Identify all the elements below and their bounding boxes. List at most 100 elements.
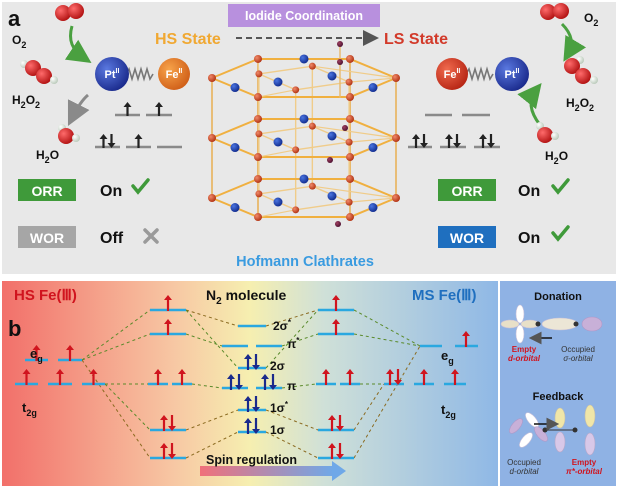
panel-a-label: a bbox=[8, 6, 21, 31]
iodide-banner-text: Iodide Coordination bbox=[245, 9, 363, 23]
h2o2-label-left: H2O2 bbox=[12, 93, 40, 110]
spin-down-arrow bbox=[269, 374, 277, 390]
h2o-to-h2o2-arrow bbox=[67, 93, 90, 127]
spin-up-arrow bbox=[462, 331, 470, 347]
h2o2-label-right: H2O2 bbox=[566, 96, 594, 113]
spin-up-arrow bbox=[328, 443, 336, 459]
check-icon bbox=[551, 178, 570, 195]
hs-state-title: HS State bbox=[155, 31, 221, 48]
framework-node bbox=[255, 190, 263, 198]
n2-molecule-title: N2 molecule bbox=[206, 287, 286, 307]
framework-node bbox=[208, 134, 216, 142]
iodide-banner-box bbox=[228, 4, 380, 27]
spin-up-arrow bbox=[56, 369, 64, 385]
h2o2-molecule-right bbox=[564, 56, 598, 84]
spin-up-arrow bbox=[445, 134, 453, 148]
framework-guest-atom bbox=[337, 41, 343, 47]
framework-edge bbox=[211, 118, 259, 139]
spin-down-arrow bbox=[453, 134, 461, 148]
mo-label-2sigma-star: 2σ* bbox=[273, 318, 292, 333]
ls-state-title: LS State bbox=[384, 31, 448, 48]
spin-up-arrow bbox=[479, 134, 487, 148]
framework-node bbox=[308, 122, 316, 130]
spin-up-arrow bbox=[154, 369, 162, 385]
framework-node bbox=[254, 114, 262, 123]
orr-box-hs bbox=[18, 179, 76, 201]
framework-node bbox=[345, 78, 353, 86]
hs-fe-title: HS Fe(Ⅲ) bbox=[14, 287, 77, 304]
framework-node bbox=[392, 134, 400, 142]
h2o-molecule-left bbox=[58, 124, 80, 144]
o2-label-right: O2 bbox=[584, 11, 598, 28]
correlation-line bbox=[191, 383, 223, 389]
wor-box-ls bbox=[438, 226, 496, 248]
spin-regulation-bar bbox=[200, 466, 334, 476]
spin-down-arrow bbox=[420, 134, 428, 148]
spin-up-arrow bbox=[420, 369, 428, 385]
mo-labels: 2σ* π* 2σ π 1σ* 1σ bbox=[270, 318, 300, 437]
framework-pt-node bbox=[299, 174, 309, 184]
donation-sigma-label: σ-orbital bbox=[563, 354, 593, 363]
o2-molecule-right bbox=[540, 3, 569, 20]
spin-up-arrow bbox=[386, 369, 394, 385]
correlation-line bbox=[353, 333, 421, 347]
framework-pt-node bbox=[273, 77, 283, 87]
framework-edge bbox=[257, 209, 296, 218]
correlation-line bbox=[185, 309, 239, 369]
framework-pt-node bbox=[230, 83, 240, 93]
spin-up-arrow bbox=[244, 354, 252, 370]
framework-edge bbox=[258, 185, 313, 195]
orr-box-ls bbox=[438, 179, 496, 201]
o2-to-h2o2-arrow bbox=[64, 25, 92, 63]
spin-up-arrow bbox=[99, 134, 108, 148]
h2o-label-left: H2O bbox=[36, 148, 59, 165]
framework-edge bbox=[312, 65, 397, 79]
donation-occupied-label: Occupied bbox=[561, 345, 595, 354]
donation-empty-label: Empty bbox=[512, 345, 537, 354]
h2o-label-right: H2O bbox=[545, 149, 568, 166]
framework-node bbox=[308, 62, 316, 70]
o2-label-left: O2 bbox=[12, 33, 26, 50]
correlation-line bbox=[353, 309, 421, 347]
framework-node bbox=[392, 74, 400, 82]
correlation-line bbox=[353, 345, 421, 459]
spin-up-arrow bbox=[261, 374, 269, 390]
framework-node bbox=[208, 74, 216, 82]
clathrate-caption: Hofmann Clathrates bbox=[236, 254, 374, 270]
o2-molecule-left bbox=[55, 3, 84, 21]
eg-label-hs: eg bbox=[30, 346, 43, 364]
framework-node bbox=[308, 182, 316, 190]
framework-pt-node bbox=[299, 54, 309, 64]
wor-box-hs bbox=[18, 226, 76, 248]
framework-node bbox=[346, 213, 354, 222]
t2g-label-hs: t2g bbox=[22, 400, 37, 418]
spin-regulation-arrowhead bbox=[332, 461, 346, 481]
mo-label-pi: π bbox=[287, 379, 296, 393]
framework-pt-node bbox=[273, 137, 283, 147]
framework-guest-atom bbox=[342, 125, 348, 131]
spin-up-arrow bbox=[164, 319, 172, 335]
framework-node bbox=[392, 194, 400, 202]
spin-down-arrow bbox=[168, 415, 176, 431]
wor-label-ls: WOR bbox=[450, 230, 484, 246]
framework-node bbox=[346, 153, 354, 162]
spin-up-arrow bbox=[178, 369, 186, 385]
framework-node bbox=[346, 114, 354, 123]
spin-down-arrow bbox=[336, 443, 344, 459]
spin-up-arrow bbox=[123, 102, 132, 116]
correlation-line bbox=[81, 333, 151, 361]
framework-node bbox=[254, 213, 262, 222]
framework-pt-node bbox=[327, 131, 337, 141]
electron-config-hs bbox=[95, 102, 182, 149]
framework-guest-atom bbox=[337, 59, 343, 65]
orr-label-ls: ORR bbox=[451, 183, 482, 199]
ms-fe-title: MS Fe(Ⅲ) bbox=[412, 287, 477, 304]
spin-down-arrow bbox=[107, 134, 116, 148]
spin-up-arrow bbox=[412, 134, 420, 148]
spin-up-arrow bbox=[66, 345, 74, 361]
spin-down-arrow bbox=[252, 396, 260, 412]
donation-title: Donation bbox=[534, 291, 582, 303]
check-icon bbox=[551, 225, 570, 242]
pt-fe-dimer-hs bbox=[95, 57, 190, 91]
